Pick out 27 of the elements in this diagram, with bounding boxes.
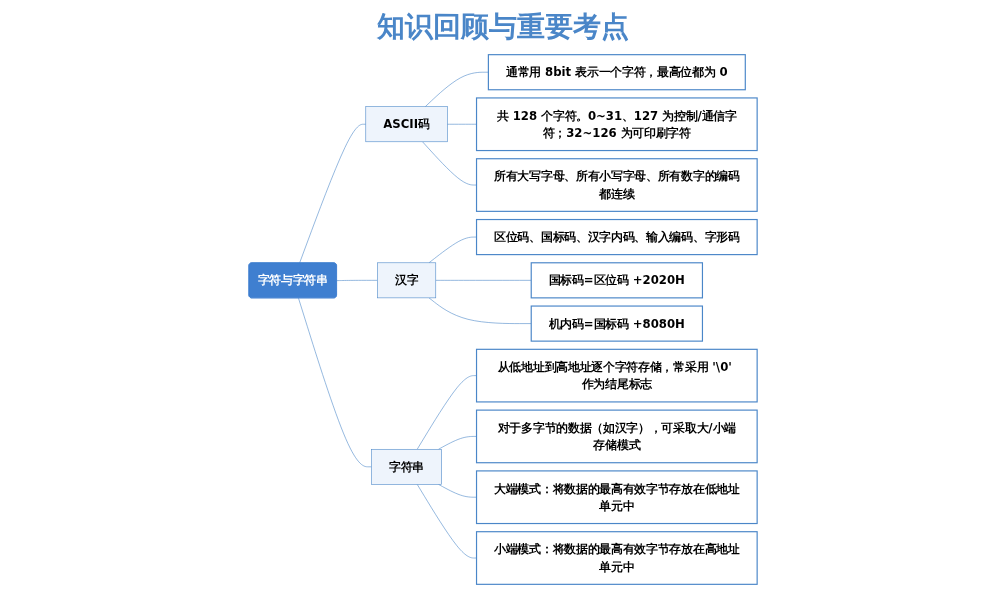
node-box: ASCII码 <box>365 106 448 143</box>
connector <box>424 71 489 107</box>
connector <box>438 484 477 498</box>
node-box: 国标码=区位码 +2020H <box>530 262 704 299</box>
connector <box>447 123 477 125</box>
connector <box>336 280 378 281</box>
connector <box>438 436 477 450</box>
connector <box>416 375 477 450</box>
connector <box>422 141 477 186</box>
node-box: 字符串 <box>371 449 442 485</box>
connector <box>428 297 532 324</box>
connector <box>428 236 477 264</box>
node-box: 从低地址到高地址逐个字符存储，常采用 '\0' 作为结尾标志 <box>475 348 758 403</box>
node-box: 大端模式：将数据的最高有效字节存放在低地址单元中 <box>475 470 758 525</box>
title: 知识回顾与重要考点 <box>377 9 629 45</box>
connector <box>298 297 372 468</box>
node-box: 共 128 个字符。0~31、127 为控制/通信字符；32~126 为可印刷字符 <box>475 97 758 152</box>
node-box: 区位码、国标码、汉字内码、输入编码、字形码 <box>475 218 758 256</box>
node-box: 对于多字节的数据（如汉字），可采取大/小端存储模式 <box>475 409 758 464</box>
node-box: 汉字 <box>377 262 437 299</box>
node-box: 机内码=国标码 +8080H <box>530 305 704 342</box>
connector <box>416 484 477 559</box>
node-box: 所有大写字母、所有小写字母、所有数字的编码都连续 <box>475 158 758 212</box>
connector <box>299 123 367 264</box>
node-box: 通常用 8bit 表示一个字符，最高位都为 0 <box>487 54 746 91</box>
node-box: 小端模式：将数据的最高有效字节存放在高地址单元中 <box>475 531 758 585</box>
connector <box>435 280 532 281</box>
